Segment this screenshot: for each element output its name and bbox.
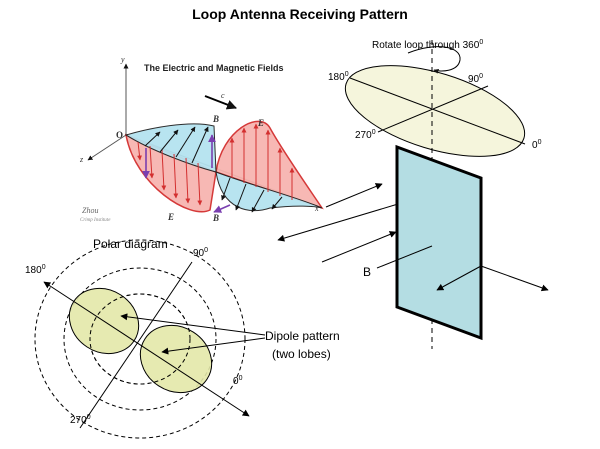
polar-angle-180: 1800	[25, 264, 46, 276]
field-arrow-right-up	[436, 265, 482, 291]
b-label-1: B	[212, 114, 219, 124]
rotation-caption: Rotate loop through 3600	[372, 39, 483, 51]
polar-title: Polar diagram	[93, 237, 168, 251]
b-field-arrows	[144, 126, 283, 213]
loop-antenna: B	[277, 144, 549, 341]
rotation-plane: Rotate loop through 3600 1800 900 2700 0…	[328, 39, 542, 157]
e-label-1: E	[257, 118, 264, 128]
em-heading: The Electric and Magnetic Fields	[144, 63, 284, 73]
x-axis-label: x	[314, 204, 319, 213]
rotation-arrow	[407, 46, 461, 74]
page-title: Loop Antenna Receiving Pattern	[192, 6, 408, 22]
polar-axis-90-270	[79, 261, 193, 429]
credit-line-2: Crimp Institute	[80, 218, 111, 223]
e-label-2: E	[167, 212, 174, 222]
e-field-arrows	[137, 123, 295, 206]
rotation-axis-180-0	[349, 77, 526, 145]
rotation-axis-90-270	[377, 85, 489, 133]
rotation-angle-90: 900	[468, 73, 483, 85]
dipole-callout-1	[120, 313, 266, 336]
loop-field-b-line	[376, 245, 433, 269]
z-axis	[87, 134, 127, 161]
em-field-figure: y z x O The Electric and Magnetic Fields…	[79, 55, 324, 223]
rotation-ellipse	[344, 65, 526, 157]
polar-diagram: Polar diagram 900 1800 2700 00 Dipole pa…	[25, 237, 340, 439]
y-axis-label: y	[120, 55, 125, 64]
propagation-label-c: c	[221, 91, 225, 100]
polar-angle-90: 900	[193, 247, 208, 259]
z-axis-label: z	[79, 155, 84, 164]
credit-line-1: Zhou	[82, 206, 98, 215]
polar-axis-180-0	[43, 281, 250, 417]
e-field-lobe-1	[125, 133, 217, 213]
purple-b-arrow	[213, 204, 231, 213]
field-arrow-right-down	[480, 265, 549, 292]
dipole-label-line1: Dipole pattern	[265, 329, 340, 343]
rotation-angle-180: 1800	[328, 71, 349, 83]
loop-b-label: B	[363, 265, 371, 279]
polar-lobe-lower	[139, 324, 213, 394]
rotation-angle-0: 00	[532, 139, 542, 151]
origin-label: O	[116, 130, 123, 140]
rotation-angle-270: 2700	[355, 129, 376, 141]
field-arrow-lower-left	[321, 231, 397, 263]
field-arrow-upper	[325, 183, 383, 208]
loop-panel	[395, 144, 483, 341]
e-field-lobe-2	[215, 120, 324, 210]
polar-angle-270: 2700	[70, 414, 91, 426]
field-arrow-left	[277, 203, 399, 242]
propagation-arrow	[204, 95, 237, 110]
polar-angle-0: 00	[233, 375, 243, 387]
dipole-label-line2: (two lobes)	[272, 347, 331, 361]
dipole-callout-2	[161, 337, 266, 355]
b-label-2: B	[212, 213, 219, 223]
